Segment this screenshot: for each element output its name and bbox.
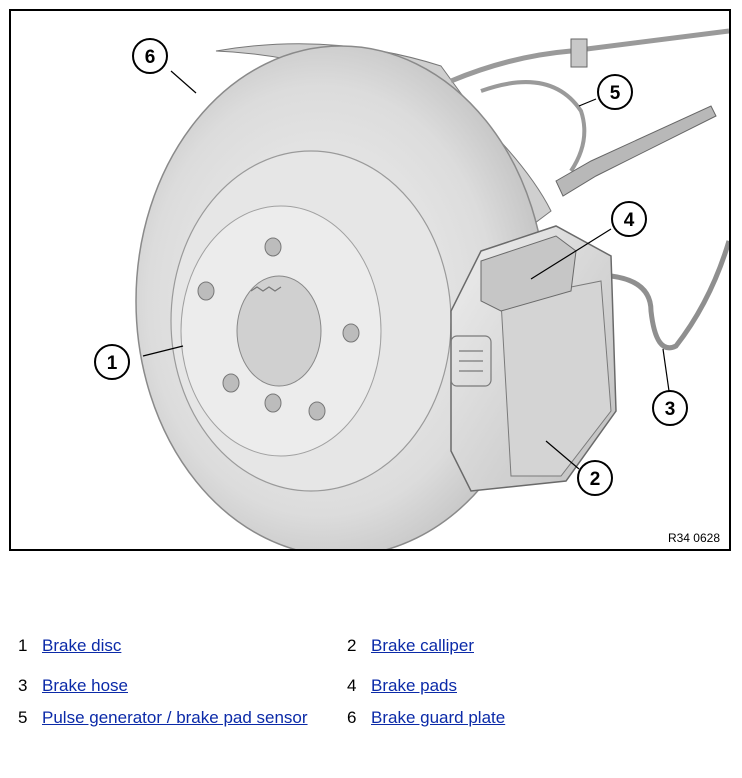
leader-lines: [142, 70, 670, 470]
legend-item-brake-pads: 4 Brake pads: [347, 674, 457, 698]
parking-brake-spring: [250, 286, 282, 292]
brake-assembly-illustration: 6 1 5 4 3 2: [94, 28, 729, 549]
center-bore: [236, 275, 322, 387]
legend-item-brake-guard-plate: 6 Brake guard plate: [347, 706, 505, 730]
callout-3: 3: [652, 390, 688, 426]
cable-connector: [570, 38, 588, 68]
legend-number: 6: [347, 708, 357, 727]
link-pulse-generator[interactable]: Pulse generator / brake pad sensor: [42, 708, 308, 727]
legend-number: 4: [347, 676, 357, 695]
pulse-generator-bracket: [555, 105, 717, 197]
callout-5: 5: [597, 74, 633, 110]
callout-1: 1: [94, 344, 130, 380]
link-brake-disc[interactable]: Brake disc: [42, 636, 122, 655]
legend-number: 2: [347, 636, 357, 655]
svg-text:1: 1: [107, 353, 118, 374]
link-brake-pads[interactable]: Brake pads: [371, 676, 457, 695]
svg-text:2: 2: [590, 469, 601, 490]
svg-text:5: 5: [610, 83, 621, 104]
link-brake-calliper[interactable]: Brake calliper: [371, 636, 474, 655]
legend-number: 1: [18, 636, 28, 655]
link-brake-hose[interactable]: Brake hose: [42, 676, 128, 695]
brake-pad-shape: [480, 235, 577, 312]
legend-number: 3: [18, 676, 28, 695]
svg-text:3: 3: [665, 399, 676, 420]
brake-hose-shape: [610, 240, 729, 351]
legend-item-pulse-generator: 5 Pulse generator / brake pad sensor: [18, 706, 308, 730]
diagram-frame: 6 1 5 4 3 2 R34 0628: [9, 9, 731, 551]
legend-number: 5: [18, 708, 28, 727]
legend-item-brake-hose: 3 Brake hose: [18, 674, 128, 698]
link-brake-guard-plate[interactable]: Brake guard plate: [371, 708, 506, 727]
callout-6: 6: [132, 38, 168, 74]
legend-item-brake-calliper: 2 Brake calliper: [347, 634, 474, 658]
svg-text:4: 4: [624, 210, 635, 231]
calliper-piston-housing: [500, 280, 612, 477]
wheel-bolt-holes: [197, 237, 360, 421]
svg-text:6: 6: [145, 47, 156, 68]
figure-reference-code: R34 0628: [667, 531, 720, 545]
sensor-cable-branch: [480, 80, 587, 173]
sensor-cable: [450, 28, 729, 84]
callout-4: 4: [611, 201, 647, 237]
calliper-carrier-slots: [450, 335, 492, 387]
callout-2: 2: [577, 460, 613, 496]
legend-item-brake-disc: 1 Brake disc: [18, 634, 121, 658]
